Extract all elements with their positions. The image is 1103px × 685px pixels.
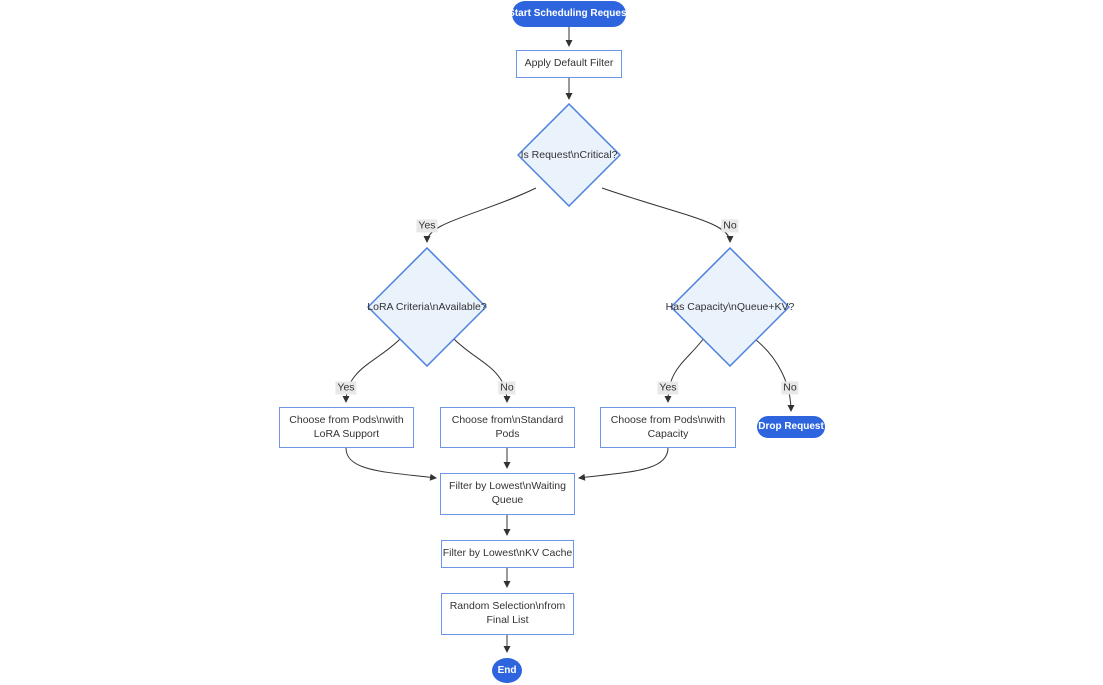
node-has-capacity-queue-kv: Has Capacity\nQueue+KV?: [666, 247, 794, 367]
node-random-selection-label: Random Selection\nfrom Final List: [449, 600, 566, 626]
node-random-selection: Random Selection\nfrom Final List: [441, 593, 574, 635]
diamond-shape: [670, 247, 790, 367]
node-end-label: End: [497, 664, 517, 676]
edge-label-critical-no: No: [721, 219, 739, 233]
node-start-label: Start Scheduling Request: [508, 8, 630, 20]
node-lora-criteria-available: LoRA Criteria\nAvailable?: [367, 247, 487, 367]
diamond-shape: [367, 247, 487, 367]
node-filter-lowest-kv-cache: Filter by Lowest\nKV Cache: [441, 540, 574, 568]
edge-choosecap-to-filter: [578, 447, 669, 481]
node-is-request-critical-label: Is Request\nCritical?: [520, 149, 618, 161]
edge-label-capacity-yes: Yes: [657, 381, 679, 395]
node-drop-request: Drop Request: [757, 416, 825, 438]
edge-capacity-no: [755, 339, 795, 412]
node-drop-request-label: Drop Request: [758, 421, 824, 433]
node-filter-lowest-kv-cache-label: Filter by Lowest\nKV Cache: [442, 547, 573, 560]
node-choose-standard-pods: Choose from\nStandard Pods: [440, 407, 575, 448]
node-has-capacity-queue-kv-label: Has Capacity\nQueue+KV?: [665, 301, 795, 313]
node-lora-criteria-available-label: LoRA Criteria\nAvailable?: [367, 301, 487, 313]
node-choose-pods-lora-label: Choose from Pods\nwith LoRA Support: [289, 413, 404, 440]
edge-label-capacity-no: No: [781, 381, 799, 395]
node-is-request-critical: Is Request\nCritical?: [517, 103, 621, 207]
edge-label-lora-yes: Yes: [335, 381, 357, 395]
node-choose-pods-lora: Choose from Pods\nwith LoRA Support: [279, 407, 414, 448]
node-apply-default-filter-label: Apply Default Filter: [524, 57, 614, 70]
edge-label-critical-yes: Yes: [416, 219, 438, 233]
node-filter-lowest-waiting-queue: Filter by Lowest\nWaiting Queue: [440, 473, 575, 515]
node-choose-pods-capacity: Choose from Pods\nwith Capacity: [600, 407, 736, 448]
edge-chooselora-to-filter: [345, 447, 437, 481]
node-filter-lowest-waiting-queue-label: Filter by Lowest\nWaiting Queue: [449, 480, 566, 506]
edge-critical-no: [601, 187, 734, 243]
node-end: End: [492, 658, 522, 683]
node-start: Start Scheduling Request: [508, 1, 630, 27]
edge-label-lora-no: No: [498, 381, 516, 395]
node-choose-pods-capacity-label: Choose from Pods\nwith Capacity: [610, 413, 726, 440]
diamond-shape: [517, 103, 621, 207]
node-choose-standard-pods-label: Choose from\nStandard Pods: [451, 413, 564, 440]
node-apply-default-filter: Apply Default Filter: [516, 50, 622, 78]
edge-critical-yes: [423, 187, 537, 243]
